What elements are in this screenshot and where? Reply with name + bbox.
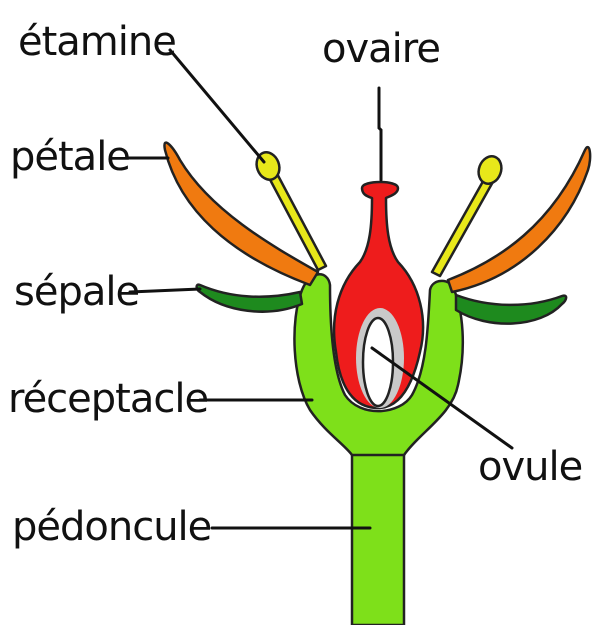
label-ovule: ovule <box>478 444 582 490</box>
pedoncule-shape <box>352 440 404 625</box>
label-sepale: sépale <box>14 269 139 315</box>
label-ovaire: ovaire <box>322 26 440 72</box>
ovule-shape <box>363 318 393 406</box>
etamine-leader <box>170 50 264 162</box>
sepale-left-shape <box>197 285 302 312</box>
label-pedoncule: pédoncule <box>12 504 211 550</box>
label-petale: pétale <box>10 134 130 180</box>
sepale-right-shape <box>456 295 566 324</box>
ovaire-leader <box>379 88 381 180</box>
label-etamine: étamine <box>18 19 176 65</box>
etamine-right-anther <box>475 153 505 187</box>
label-receptacle: réceptacle <box>8 376 208 422</box>
sepale-leader <box>130 289 200 292</box>
etamine-right-filament <box>432 176 494 276</box>
